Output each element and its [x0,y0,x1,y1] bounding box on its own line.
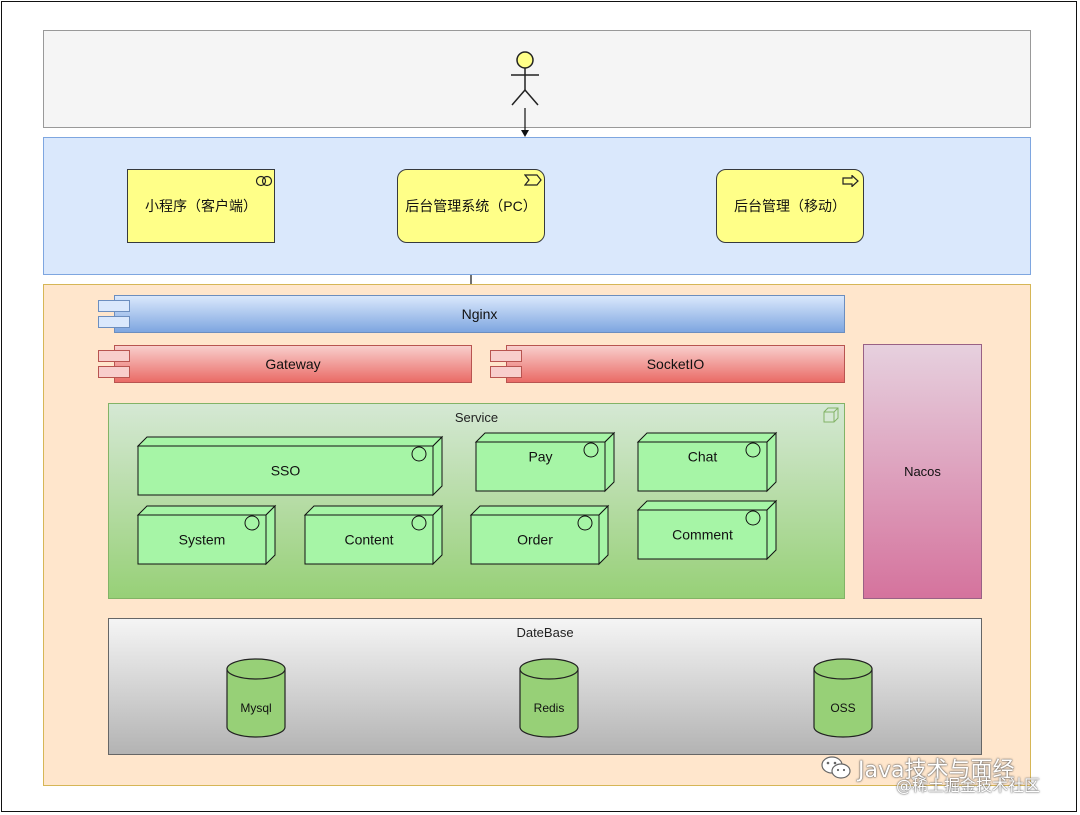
service-node-label: Pay [528,449,552,465]
socketio-port-icon [490,366,522,378]
database-store-label: Redis [534,701,565,715]
node-interface-icon [577,515,593,531]
nacos-label: Nacos [904,464,941,479]
gateway-label: Gateway [265,356,321,372]
nginx-label: Nginx [461,306,498,322]
collaboration-icon [255,175,273,187]
service-node-label: Content [344,532,393,548]
node-interface-icon [745,510,761,526]
service-node-order: Order [469,504,610,566]
socketio-label: SocketIO [646,356,705,372]
arrow-right-icon [842,175,859,187]
service-node-content: Content [303,504,444,566]
watermark-source: @稀土掘金技术社区 [896,776,1041,795]
database-store-oss: OSS [813,658,873,738]
node-interface-icon [411,446,427,462]
client-admin-mobile-label: 后台管理（移动） [734,198,846,214]
nacos-component: Nacos [863,344,982,599]
client-admin-pc-label: 后台管理系统（PC） [405,198,537,214]
client-admin-mobile: 后台管理（移动） [716,169,864,243]
watermark-brand: Java技术与面经 [858,758,1015,783]
socketio-port-icon [490,350,522,362]
gateway-port-icon [98,350,130,362]
nginx-port-icon [98,300,130,312]
service-node-sso: SSO [136,435,444,497]
node-interface-icon [244,515,260,531]
service-node-label: System [179,532,226,548]
node-interface-icon [583,442,599,458]
socketio-component: SocketIO [506,345,845,383]
node-interface-icon [411,515,427,531]
service-node-label: Order [517,532,553,548]
user-band [43,30,1031,128]
service-node-system: System [136,504,277,566]
service-node-label: Chat [688,449,718,465]
wechat-icon [821,756,851,779]
database-store-label: Mysql [240,701,271,715]
database-title: DateBase [516,625,574,640]
service-node-label: SSO [271,463,301,479]
process-icon [524,174,542,186]
database-store-mysql: Mysql [226,658,286,738]
service-node-chat: Chat [636,431,778,493]
service-title: Service [454,410,499,425]
node-interface-icon [745,442,761,458]
service-node-pay: Pay [474,431,616,493]
client-mini-program-label: 小程序（客户端） [145,198,257,214]
gateway-component: Gateway [114,345,472,383]
client-mini-program: 小程序（客户端） [127,169,275,243]
database-store-label: OSS [830,701,855,715]
nginx-port-icon [98,316,130,328]
database-store-redis: Redis [519,658,579,738]
service-node-label: Comment [672,527,733,543]
service-node-comment: Comment [636,499,778,561]
gateway-port-icon [98,366,130,378]
client-admin-pc: 后台管理系统（PC） [397,169,545,243]
nginx-component: Nginx [114,295,845,333]
package-cube-icon [823,407,839,423]
